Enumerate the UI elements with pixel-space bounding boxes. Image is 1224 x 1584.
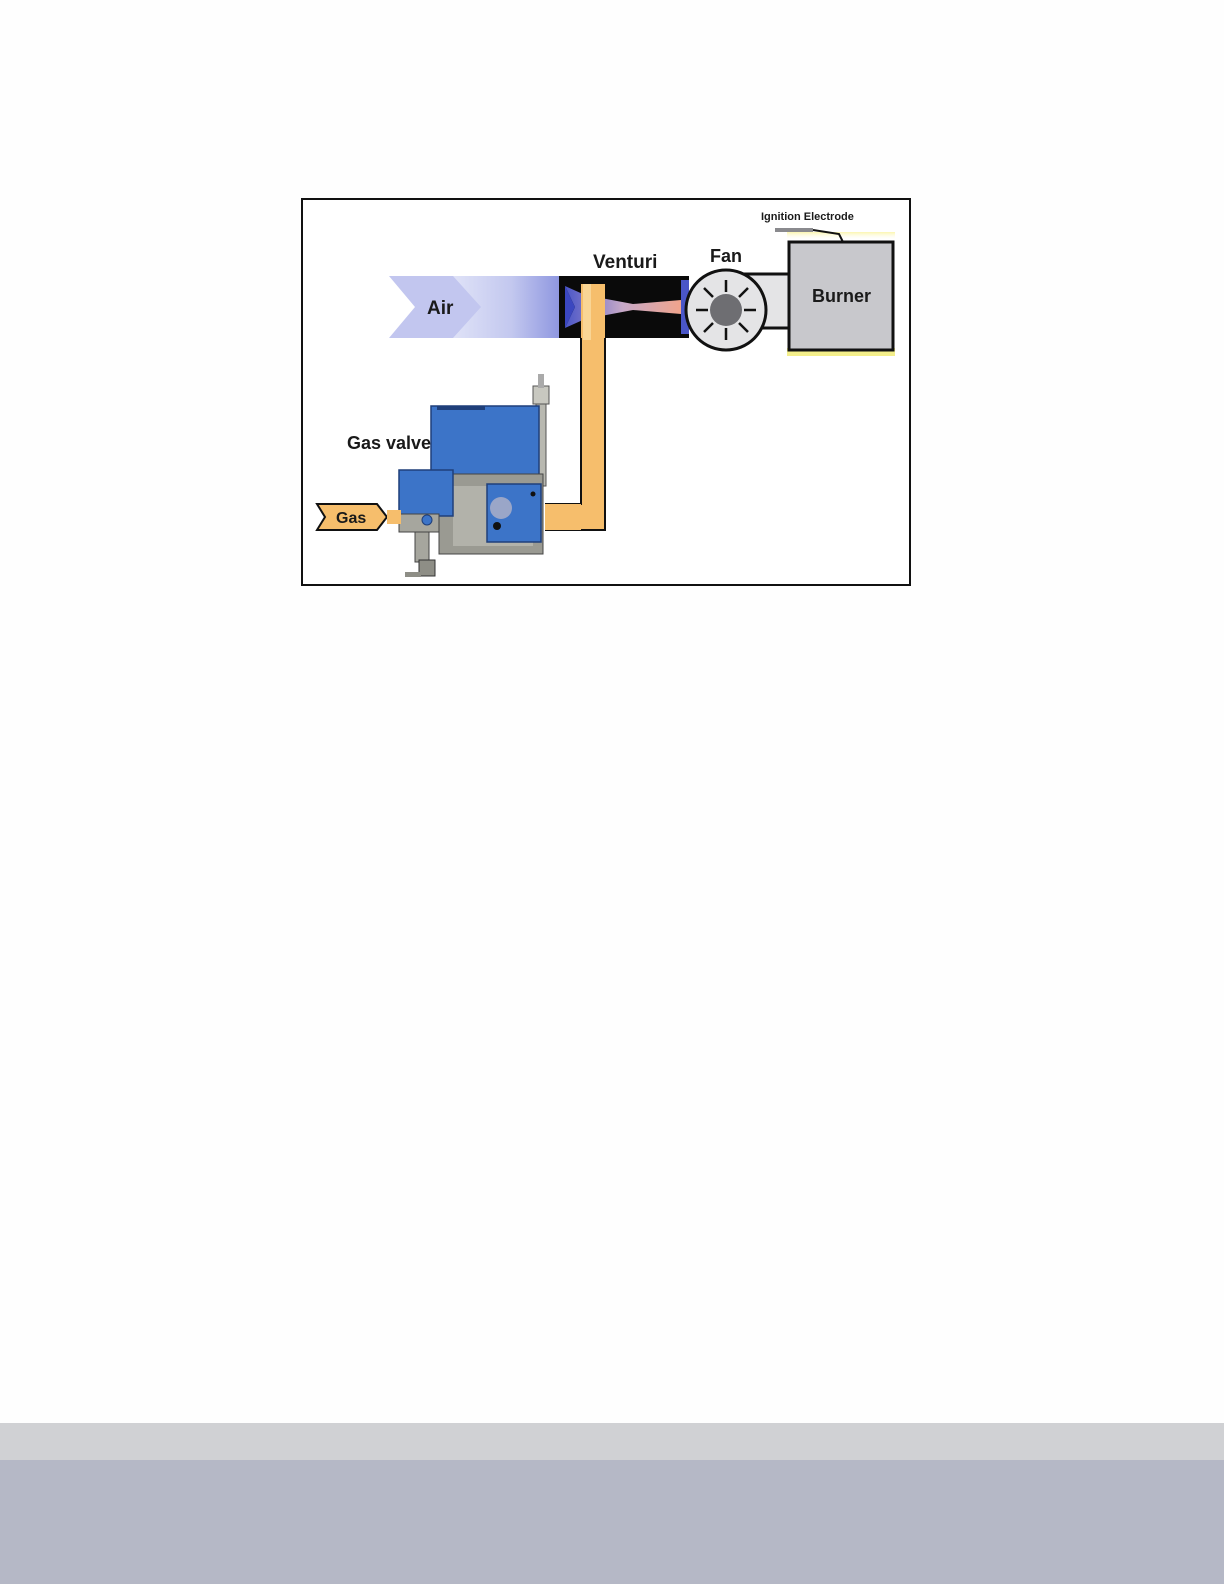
gas-label: Gas xyxy=(336,510,366,527)
footer-band-light xyxy=(0,1423,1224,1460)
gas-valve-label: Gas valve xyxy=(347,433,431,453)
gas-arrow: Gas xyxy=(317,504,401,530)
fan-label: Fan xyxy=(710,246,742,266)
burner-label: Burner xyxy=(812,286,871,306)
diagram-canvas: Air Venturi xyxy=(303,200,909,584)
air-arrow: Air xyxy=(389,276,559,338)
ignition-electrode-label: Ignition Electrode xyxy=(761,211,854,223)
gas-valve: Gas valve xyxy=(347,374,549,577)
burner: Burner xyxy=(787,232,895,356)
fan: Fan xyxy=(686,246,789,350)
footer-band-dark xyxy=(0,1460,1224,1584)
venturi: Venturi xyxy=(559,252,689,338)
combustion-system-diagram: Air Venturi xyxy=(301,198,911,586)
air-label: Air xyxy=(427,298,454,319)
venturi-label: Venturi xyxy=(593,252,657,273)
